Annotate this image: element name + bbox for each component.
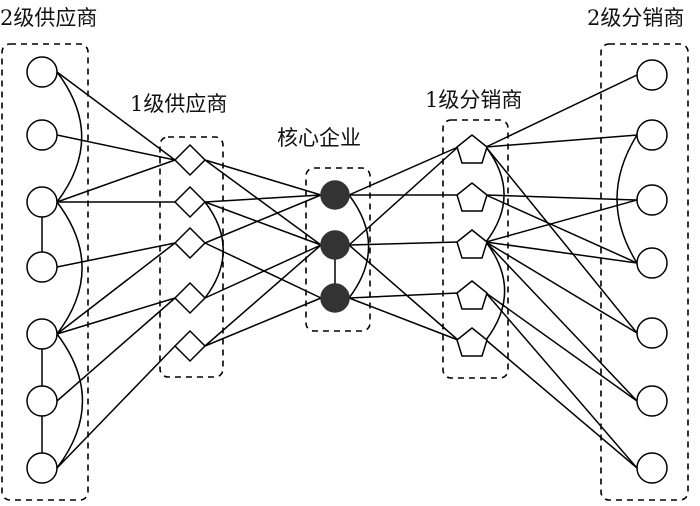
tier2-suppliers-box [1, 43, 89, 501]
edge-S12-C0 [204, 194, 322, 244]
D2-node-6 [636, 452, 668, 484]
edge-C1-D14 [348, 244, 459, 341]
edge-S12-C2 [204, 242, 322, 299]
link-S22-4 [56, 201, 83, 335]
edge-C0-D10 [348, 146, 459, 196]
S1-node-4 [173, 329, 207, 363]
edge-S26-S14 [56, 345, 176, 469]
tier1-suppliers-box [159, 136, 224, 378]
D1-node-0 [456, 134, 488, 164]
edge-S14-C1 [204, 244, 322, 347]
label-core: 核心企业 [277, 126, 361, 150]
label-tier1-suppliers: 1级供应商 [130, 92, 228, 116]
D1-node-4 [456, 327, 488, 357]
edge-D12-D22 [485, 199, 638, 243]
D2-node-0 [636, 59, 668, 91]
edge-S11-C1 [204, 201, 322, 246]
link-D12-4 [485, 241, 506, 341]
edge-D12-D23 [485, 241, 638, 264]
edge-S24-S12 [56, 242, 176, 335]
edge-C1-D12 [348, 241, 459, 246]
D2-node-2 [636, 184, 668, 216]
S2-node-6 [26, 452, 58, 484]
edge-D12-D24 [485, 241, 638, 334]
S2-node-3 [26, 251, 58, 283]
edge-D14-D26 [485, 339, 638, 469]
link-S20-2 [56, 71, 83, 203]
edge-D10-D21 [485, 134, 638, 148]
tier2-distributors-box [600, 43, 689, 501]
label-tier1-distributors: 1级分销商 [425, 88, 523, 112]
core-box [305, 167, 371, 332]
edge-D10-D20 [485, 74, 638, 148]
C-node-2 [320, 283, 350, 313]
edge-S10-C0 [204, 159, 322, 196]
link-C0-2 [348, 194, 370, 299]
edge-S22-S10 [56, 159, 176, 203]
D2-node-3 [636, 247, 668, 279]
edge-S14-C2 [204, 297, 322, 347]
S1-node-1 [173, 185, 207, 219]
tier1-distributors-box [442, 119, 509, 379]
edge-S10-C1 [204, 159, 322, 246]
D1-node-1 [456, 182, 488, 212]
edge-S13-C1 [204, 244, 322, 299]
link-D10-2 [485, 146, 505, 243]
label-tier2-distributors: 2级分销商 [587, 6, 685, 30]
link-S24-6 [56, 333, 84, 469]
S1-node-0 [173, 143, 207, 177]
edge-D11-D23 [485, 194, 638, 264]
D1-node-2 [456, 229, 488, 259]
edge-D13-D25 [485, 292, 638, 402]
edge-D11-D22 [485, 194, 638, 201]
link-S11-3 [204, 201, 224, 299]
edge-S20-S10 [56, 71, 176, 161]
edge-S21-S10 [56, 134, 176, 161]
edge-C1-D10 [348, 146, 459, 246]
C-node-1 [320, 230, 350, 260]
D2-node-5 [636, 385, 668, 417]
edge-S23-S12 [56, 242, 176, 268]
label-tier2-suppliers: 2级供应商 [0, 6, 98, 30]
D2-node-4 [636, 317, 668, 349]
edge-D10-D24 [485, 146, 638, 334]
C-node-0 [320, 180, 350, 210]
edge-D12-D25 [485, 241, 638, 402]
edge-D13-D26 [485, 292, 638, 469]
S2-node-5 [26, 385, 58, 417]
edge-S11-C0 [204, 194, 322, 203]
S1-node-3 [173, 281, 207, 315]
edge-C2-D13 [348, 292, 459, 299]
S1-node-2 [173, 226, 207, 260]
edge-S25-S13 [56, 297, 176, 402]
D1-node-3 [456, 280, 488, 310]
S2-node-4 [26, 318, 58, 350]
edge-S24-S13 [56, 297, 176, 335]
edge-C2-D14 [348, 297, 459, 341]
S2-node-2 [26, 186, 58, 218]
S2-node-1 [26, 119, 58, 151]
D2-node-1 [636, 119, 668, 151]
S2-node-0 [26, 56, 58, 88]
